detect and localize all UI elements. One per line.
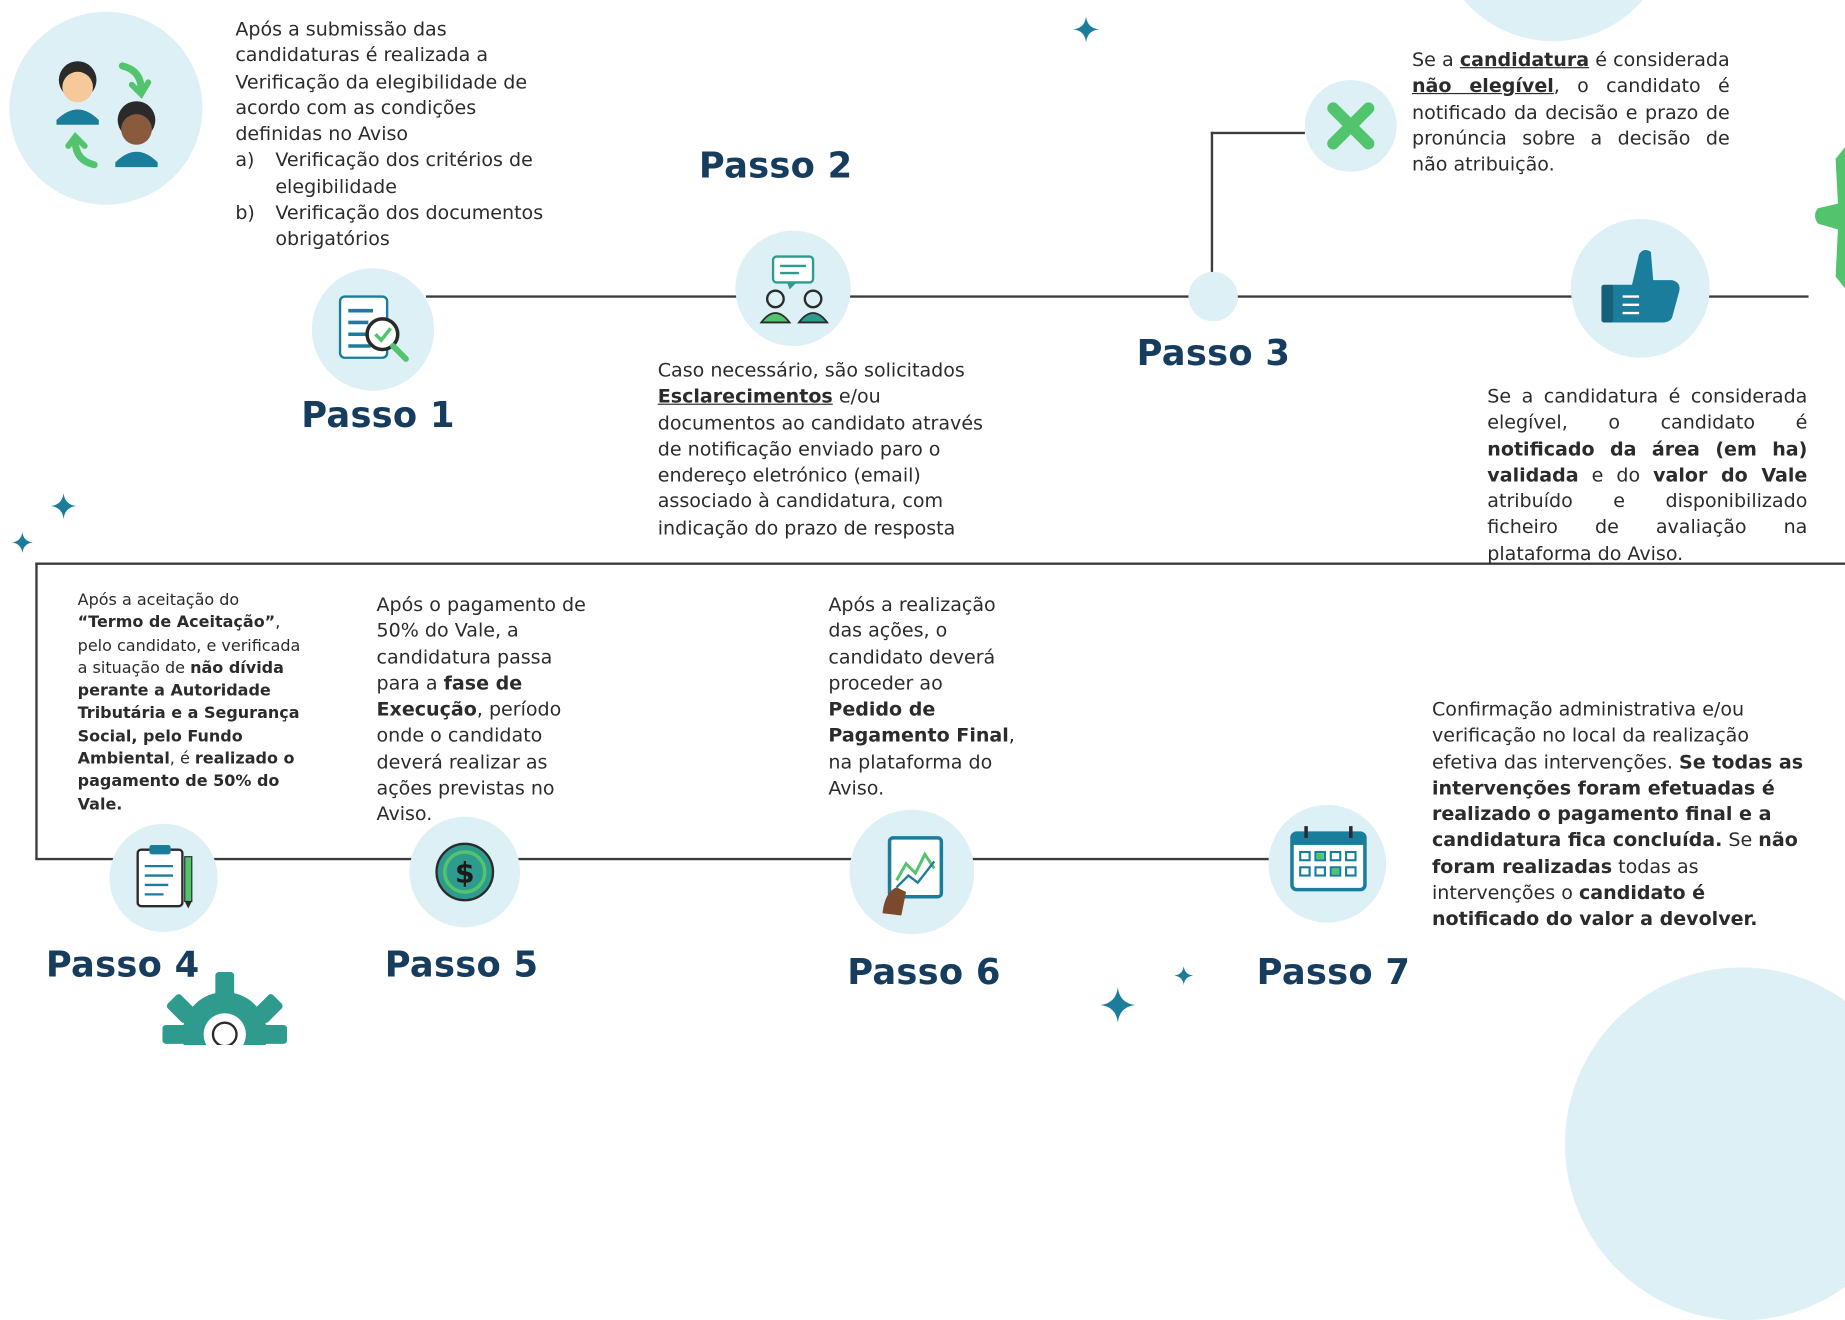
people-exchange-circle — [9, 11, 203, 205]
step5-text: Após o pagamento de 50% do Vale, a candi… — [376, 593, 586, 826]
junction-dot — [1188, 271, 1238, 322]
step7-title: Passo 7 — [1256, 952, 1411, 994]
sparkle-icon — [1100, 987, 1136, 1023]
connector-line — [1210, 131, 1214, 297]
sparkle-icon — [1073, 16, 1100, 43]
connector-line — [35, 562, 1845, 565]
sparkle-icon — [1174, 966, 1194, 985]
step7-text: Confirmação administrativa e/ou verifica… — [1431, 697, 1804, 931]
step4-title: Passo 4 — [45, 944, 200, 987]
step3-not-eligible-text: Se a candidatura é considerada não elegí… — [1411, 48, 1730, 176]
people-exchange-icon — [56, 61, 158, 169]
dollar-coin-circle: $ — [409, 816, 521, 928]
step1-title: Passo 1 — [301, 395, 455, 437]
step6-text: Após a realização das ações, o candidato… — [828, 593, 1015, 800]
step1-text: Após a submissão das candidaturas é real… — [235, 16, 553, 252]
thumbs-up-circle — [1570, 218, 1710, 358]
step3-eligible-text: Se a candidatura é considerada elegível,… — [1487, 384, 1808, 565]
step6-title: Passo 6 — [847, 952, 1001, 994]
sparkle-icon — [50, 493, 77, 519]
process-diagram: Após a submissão das candidaturas é real… — [9, 0, 1845, 1320]
step1-list: a)Verificação dos critérios de elegibili… — [235, 148, 553, 253]
connector-line — [1210, 131, 1305, 135]
clipboard-circle — [109, 823, 218, 933]
calendar-icon — [1290, 826, 1367, 892]
decor-circle — [1564, 967, 1845, 1320]
reject-circle — [1304, 80, 1397, 172]
step5-title: Passo 5 — [384, 944, 539, 987]
clipboard-icon — [136, 844, 193, 909]
chat-people-icon — [759, 255, 829, 324]
connector-line — [35, 857, 1307, 861]
step2-title: Passo 2 — [698, 145, 853, 188]
document-search-icon — [338, 295, 409, 362]
connector-line — [425, 295, 1809, 298]
document-search-circle — [311, 268, 435, 391]
list-item: b)Verificação dos documentos obrigatório… — [235, 201, 544, 250]
list-item: a)Verificação dos critérios de elegibili… — [235, 148, 533, 198]
step2-text: Caso necessário, são solicitados Esclare… — [657, 358, 983, 539]
chart-tablet-circle — [849, 809, 975, 935]
decor-shape — [1814, 147, 1845, 289]
thumbs-up-icon — [1601, 249, 1680, 323]
calendar-circle — [1268, 804, 1387, 923]
dollar-coin-icon: $ — [435, 842, 495, 902]
step1-intro: Após a submissão das candidaturas é real… — [235, 17, 528, 145]
connector-line — [35, 562, 38, 860]
gear-icon — [162, 972, 288, 1045]
x-mark-icon — [1327, 102, 1375, 150]
chat-people-circle — [735, 230, 851, 346]
clarifications-label: Esclarecimentos — [657, 385, 833, 408]
svg-text:$: $ — [455, 857, 475, 890]
step4-text: Após a aceitação do “Termo de Aceitação”… — [77, 590, 301, 814]
chart-tablet-icon — [882, 836, 944, 916]
step3-title: Passo 3 — [1136, 333, 1291, 375]
decor-circle — [1435, 0, 1671, 42]
sparkle-icon — [11, 531, 33, 554]
